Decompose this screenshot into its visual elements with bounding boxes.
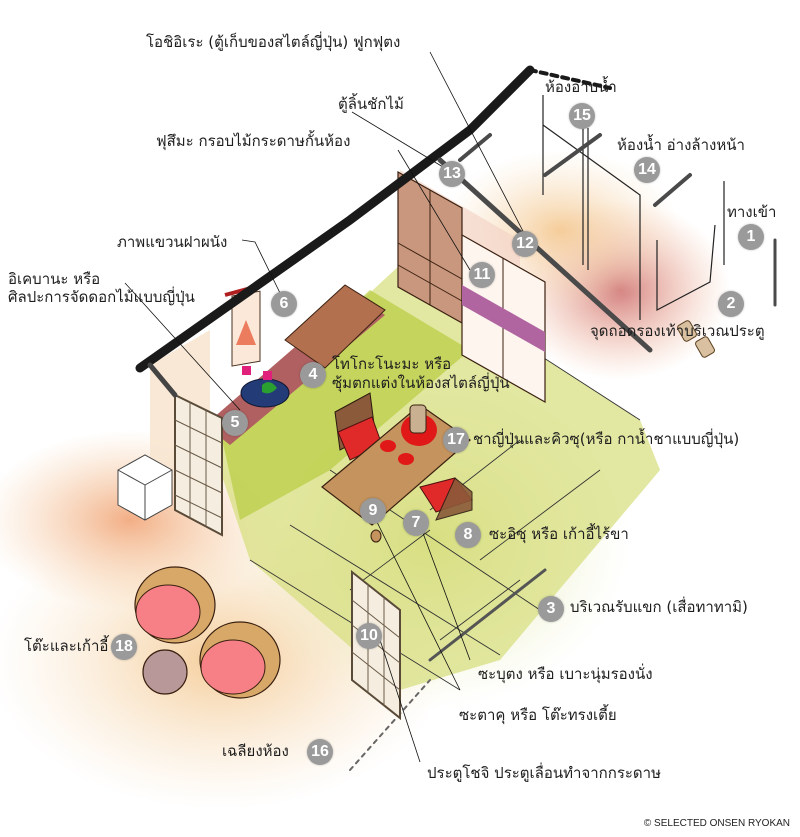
bathroom-walls: [542, 95, 725, 320]
label-zaisu: ซะอิซุ หรือ เก้าอี้ไร้ขา: [489, 525, 629, 543]
badge-17: 17: [443, 427, 469, 453]
label-ikebana-2: ศิลปะการจัดดอกไม้แบบญี่ปุ่น: [8, 288, 195, 306]
label-entrance: ทางเข้า: [727, 203, 777, 221]
shoji-left: [174, 393, 223, 537]
label-tatami: บริเวณรับแขก (เสื่อทาทามิ): [570, 598, 748, 616]
label-shoji: ประตูโชจิ ประตูเลื่อนทำจากกระดาษ: [427, 764, 661, 782]
label-toilet: ห้องน้ำ อ่างล้างหน้า: [617, 136, 745, 154]
zataku-table: [321, 404, 471, 543]
label-drawer-cabinet: ตู้ลิ้นชักไม้: [338, 95, 404, 113]
badge-9: 9: [360, 498, 386, 524]
brush-walls: [135, 65, 777, 771]
badge-12: 12: [512, 231, 538, 257]
badge-14: 14: [634, 157, 660, 183]
badge-2: 2: [718, 291, 744, 317]
badge-11: 11: [469, 262, 495, 288]
badge-3: 3: [538, 596, 564, 622]
badge-10: 10: [356, 623, 382, 649]
badge-6: 6: [271, 291, 297, 317]
badge-7: 7: [403, 510, 429, 536]
label-engawa: เฉลียงห้อง: [222, 742, 289, 760]
label-scroll: ภาพแขวนฝาผนัง: [117, 233, 228, 251]
zaisu-front: [419, 477, 473, 521]
badge-4: 4: [300, 362, 326, 388]
badge-15: 15: [569, 103, 595, 129]
badge-5: 5: [222, 410, 248, 436]
badge-18: 18: [111, 634, 137, 660]
leader-lines: [124, 51, 526, 763]
label-tokonoma-1: โทโกะโนะมะ หรือ: [332, 355, 452, 373]
engawa-furniture: [134, 566, 281, 699]
label-shoes: จุดถอดรองเท้าบริเวณประตู: [590, 322, 765, 340]
label-fusuma: ฟุสึมะ กรอบไม้กระดาษกั้นห้อง: [156, 132, 351, 150]
label-bath: ห้องอาบน้ำ: [545, 78, 617, 96]
label-oshiire: โอชิอิเระ (ตู้เก็บของสไตล์ญี่ปุ่น) ฟูกฟุ…: [146, 33, 401, 51]
badge-16: 16: [307, 739, 333, 765]
label-tea: ชาญี่ปุ่นและคิวซุ(หรือ กาน้ำชาแบบญี่ปุ่น…: [473, 430, 740, 448]
label-table-chairs: โต๊ะและเก้าอี้: [24, 637, 109, 655]
badge-1: 1: [738, 224, 764, 250]
label-ikebana-1: อิเคบานะ หรือ: [8, 270, 101, 288]
tokonoma-shelf: [284, 284, 386, 369]
slippers: [677, 320, 697, 342]
badge-8: 8: [455, 522, 481, 548]
label-tokonoma-2: ซุ้มตกแต่งในห้องสไตล์ญี่ปุ่น: [332, 374, 510, 392]
copyright: © SELECTED ONSEN RYOKAN: [643, 818, 790, 829]
badge-13: 13: [439, 161, 465, 187]
label-zabuton: ซะบุตง หรือ เบาะนุ่มรองนั่ง: [478, 665, 653, 683]
tatami-floor-green: [220, 290, 470, 520]
label-zataku: ซะตาคุ หรือ โต๊ะทรงเตี้ย: [459, 706, 617, 724]
